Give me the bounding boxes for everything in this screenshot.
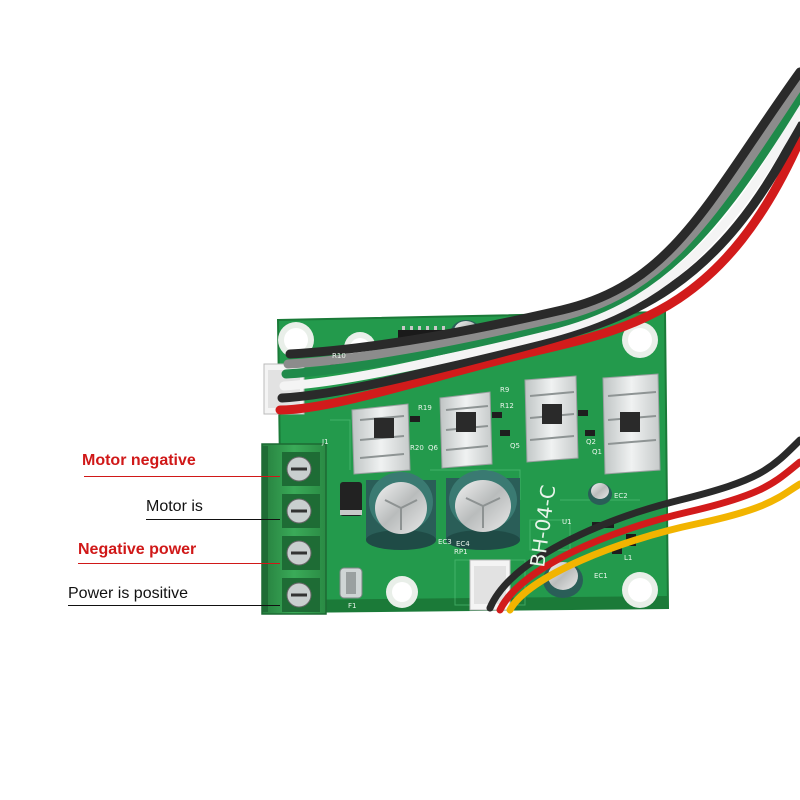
terminal-screw-1 <box>282 452 320 486</box>
silk-q5: Q5 <box>510 442 520 450</box>
potentiometer-lead <box>486 436 800 614</box>
silk-q2: Q2 <box>586 438 596 446</box>
label-negative-power: Negative power <box>78 541 197 558</box>
diode-d1 <box>340 482 362 516</box>
leader-power-positive <box>68 605 280 606</box>
leader-motor-negative <box>84 476 280 477</box>
silk-q1: Q1 <box>592 448 602 456</box>
silk-r19: R19 <box>418 404 432 412</box>
silk-r12: R12 <box>500 402 514 410</box>
heatsink-q2 <box>524 375 579 463</box>
label-power-positive: Power is positive <box>68 585 189 602</box>
terminal-screw-4 <box>282 578 320 612</box>
terminal-screw-2 <box>282 494 320 528</box>
capacitor-ec4 <box>446 470 520 550</box>
silk-ec1: EC1 <box>594 572 608 580</box>
silk-u1: U1 <box>562 518 572 526</box>
silk-r20: R20 <box>410 444 424 452</box>
silk-ec4: EC4 <box>456 540 470 548</box>
terminal-screw-3 <box>282 536 320 570</box>
mounting-holes <box>278 322 658 608</box>
screw-terminal-block <box>261 443 327 615</box>
leader-motor-positive <box>146 519 280 520</box>
silk-l1: L1 <box>624 554 632 562</box>
capacitor-ec3 <box>366 472 436 550</box>
heatsink-q1 <box>602 373 661 475</box>
silk-f1: F1 <box>348 602 356 610</box>
heatsink-q6 <box>351 403 411 475</box>
label-motor-negative: Motor negative <box>82 452 196 469</box>
silk-ec2: EC2 <box>614 492 628 500</box>
capacitor-ec2 <box>588 483 612 505</box>
leader-negative-power <box>78 563 280 564</box>
silk-q6: Q6 <box>428 444 439 452</box>
label-motor-positive: Motor is <box>146 498 203 515</box>
silk-r9: R9 <box>500 386 509 394</box>
fuse-f1 <box>339 567 363 599</box>
silk-r10: R10 <box>332 352 346 360</box>
ribbon-cable-top <box>275 67 800 415</box>
heatsink-q5 <box>439 391 493 469</box>
silk-rp1: RP1 <box>454 548 468 556</box>
silk-j1: J1 <box>321 438 329 446</box>
silk-ec3: EC3 <box>438 538 452 546</box>
